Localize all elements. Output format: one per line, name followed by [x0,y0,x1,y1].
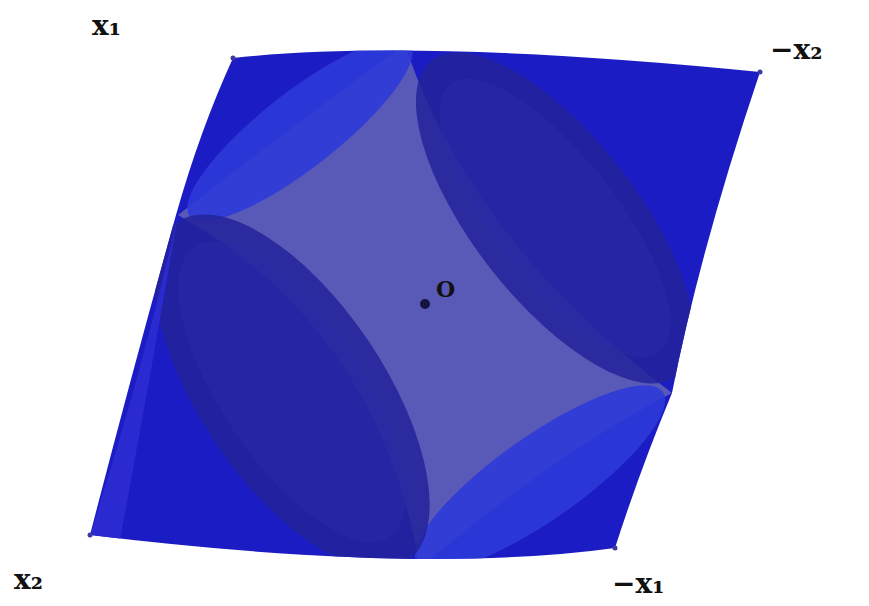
vertex-label: x₁ [92,12,121,40]
elliptic-face [101,171,483,606]
elliptic-face-inner [401,46,708,390]
vertex-dot [88,533,93,538]
vertex-dot [231,56,236,61]
origin-label: O [436,278,455,300]
vertex-dot [758,70,763,75]
origin-dot [420,299,430,309]
vertex-label: x₂ [14,566,43,594]
corner-patch [393,358,687,599]
elliptic-face-inner [136,208,448,576]
side-shade [90,215,178,540]
vertex-label: −x₂ [770,36,822,64]
vertex-label: −x₁ [612,570,664,598]
vertex-dot [613,546,618,551]
side-shade [672,72,760,393]
elliptic-face [367,10,742,426]
corner-patch [166,14,433,246]
